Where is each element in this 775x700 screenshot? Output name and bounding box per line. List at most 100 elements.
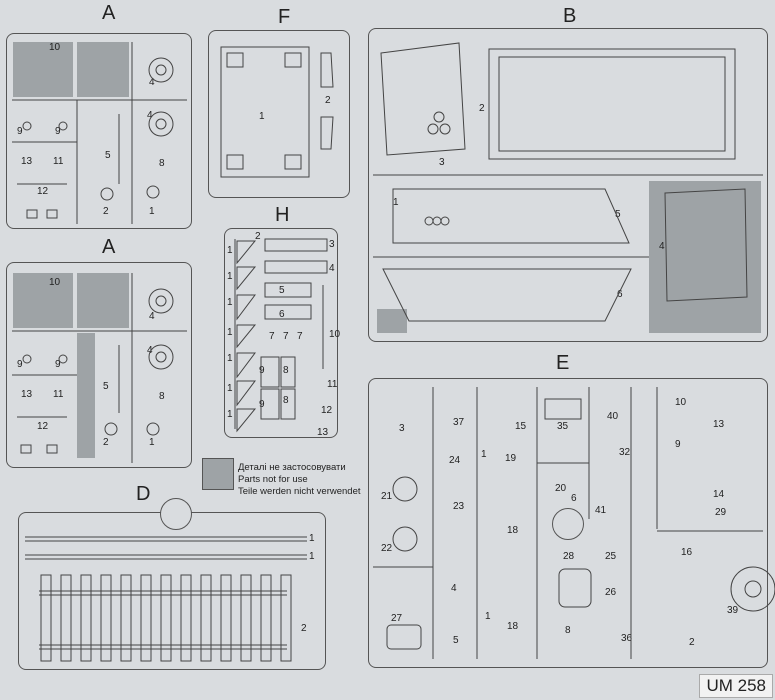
part-number: 16	[681, 547, 693, 558]
part-number: 1	[393, 197, 399, 208]
part-number: 9	[259, 399, 265, 410]
kit-code: UM 258	[699, 674, 773, 698]
part-number: 1	[259, 111, 265, 122]
part-number: 12	[37, 186, 49, 197]
sprue-e-gate-circle	[552, 508, 584, 540]
part-number: 28	[563, 551, 575, 562]
sprue-d-letter: D	[136, 483, 151, 505]
legend-german: Teile werden nicht verwendet	[238, 486, 361, 497]
part-number: 10	[329, 329, 341, 340]
part-number: 26	[605, 587, 617, 598]
part-number: 23	[453, 501, 465, 512]
sprue-d-gate-circle	[160, 498, 192, 530]
part-number: 3	[399, 423, 405, 434]
unused-parts-swatch	[202, 458, 234, 490]
part-number: 3	[329, 239, 335, 250]
part-number: 5	[105, 150, 111, 161]
sprue-e-drawing	[373, 387, 775, 659]
part-number: 4	[147, 345, 153, 356]
part-number: 4	[147, 110, 153, 121]
sprue-h: 1 1 1 1 1 1 1 2 3 4 5 6 7 7 7 8 8 9 9 10…	[224, 228, 341, 438]
legend-english: Parts not for use	[238, 474, 308, 485]
unused-part	[377, 309, 407, 333]
part-number: 36	[621, 633, 633, 644]
part-number: 6	[571, 493, 577, 504]
part-number: 39	[727, 605, 739, 616]
sprue-a-top: 10 4 9 9 4 5 13 11 8 12 2 1	[6, 33, 192, 229]
part-number: 2	[689, 637, 695, 648]
part-number: 5	[453, 635, 459, 646]
part-number: 40	[607, 411, 619, 422]
part-number: 1	[227, 409, 233, 420]
part-number: 1	[149, 437, 155, 448]
part-number: 11	[327, 379, 338, 390]
sprue-f-drawing	[220, 46, 334, 178]
part-number: 18	[507, 525, 519, 536]
part-number: 11	[53, 156, 64, 167]
part-number: 5	[615, 209, 621, 220]
part-number: 10	[49, 277, 61, 288]
part-number: 21	[381, 491, 393, 502]
part-number: 8	[159, 391, 165, 402]
part-number: 13	[21, 389, 33, 400]
sprue-h-letter: H	[275, 204, 290, 226]
unused-part	[77, 273, 129, 328]
sprue-d: 1 1 2	[18, 512, 326, 670]
part-number: 7	[297, 331, 303, 342]
part-number: 7	[269, 331, 275, 342]
part-number: 41	[595, 505, 607, 516]
part-number: 8	[565, 625, 571, 636]
part-number: 2	[255, 231, 261, 242]
unused-part	[77, 42, 129, 97]
part-number: 13	[713, 419, 725, 430]
part-number: 6	[279, 309, 285, 320]
unused-parts-legend: Деталі не застосовувати Parts not for us…	[238, 462, 361, 498]
part-number: 8	[283, 365, 289, 376]
sprue-a-top-drawing	[12, 42, 187, 224]
part-number: 1	[227, 245, 233, 256]
part-number: 5	[279, 285, 285, 296]
sprue-h-drawing	[234, 238, 328, 433]
part-number: 1	[481, 449, 487, 460]
part-number: 9	[259, 365, 265, 376]
part-number: 1	[149, 206, 155, 217]
part-number: 2	[325, 95, 331, 106]
part-number: 32	[619, 447, 631, 458]
part-number: 2	[301, 623, 307, 634]
sprue-a-bottom: 10 4 9 9 4 5 13 11 8 12 2 1	[6, 262, 192, 468]
part-number: 2	[103, 437, 109, 448]
part-number: 1	[227, 327, 233, 338]
part-number: 1	[309, 551, 315, 562]
sprue-d-drawing	[25, 536, 307, 662]
part-number: 9	[675, 439, 681, 450]
part-number: 37	[453, 417, 465, 428]
part-number: 4	[149, 77, 155, 88]
sprue-a-bottom-drawing	[12, 273, 187, 463]
sprue-a-bottom-letter: A	[102, 236, 116, 258]
unused-part	[77, 333, 95, 458]
part-number: 4	[329, 263, 335, 274]
unused-part	[13, 273, 73, 328]
part-number: 8	[159, 158, 165, 169]
part-number: 1	[309, 533, 315, 544]
part-number: 6	[617, 289, 623, 300]
part-number: 13	[317, 427, 329, 438]
part-number: 12	[321, 405, 333, 416]
sprue-e-letter: E	[556, 352, 570, 374]
legend-ukrainian: Деталі не застосовувати	[238, 462, 346, 473]
part-number: 1	[227, 383, 233, 394]
part-number: 7	[283, 331, 289, 342]
part-number: 11	[53, 389, 64, 400]
part-number: 8	[283, 395, 289, 406]
part-number: 10	[49, 42, 61, 53]
sprue-b-letter: B	[563, 5, 577, 27]
part-number: 5	[103, 381, 109, 392]
sprue-f: 1 2	[208, 30, 350, 198]
sprue-e: 3 37 15 35 40 10 13 24 1 19 32 9 21 23 2…	[368, 378, 775, 668]
part-number: 14	[713, 489, 725, 500]
part-number: 10	[675, 397, 687, 408]
part-number: 9	[55, 126, 61, 137]
part-number: 1	[227, 297, 233, 308]
part-number: 4	[451, 583, 457, 594]
part-number: 24	[449, 455, 461, 466]
